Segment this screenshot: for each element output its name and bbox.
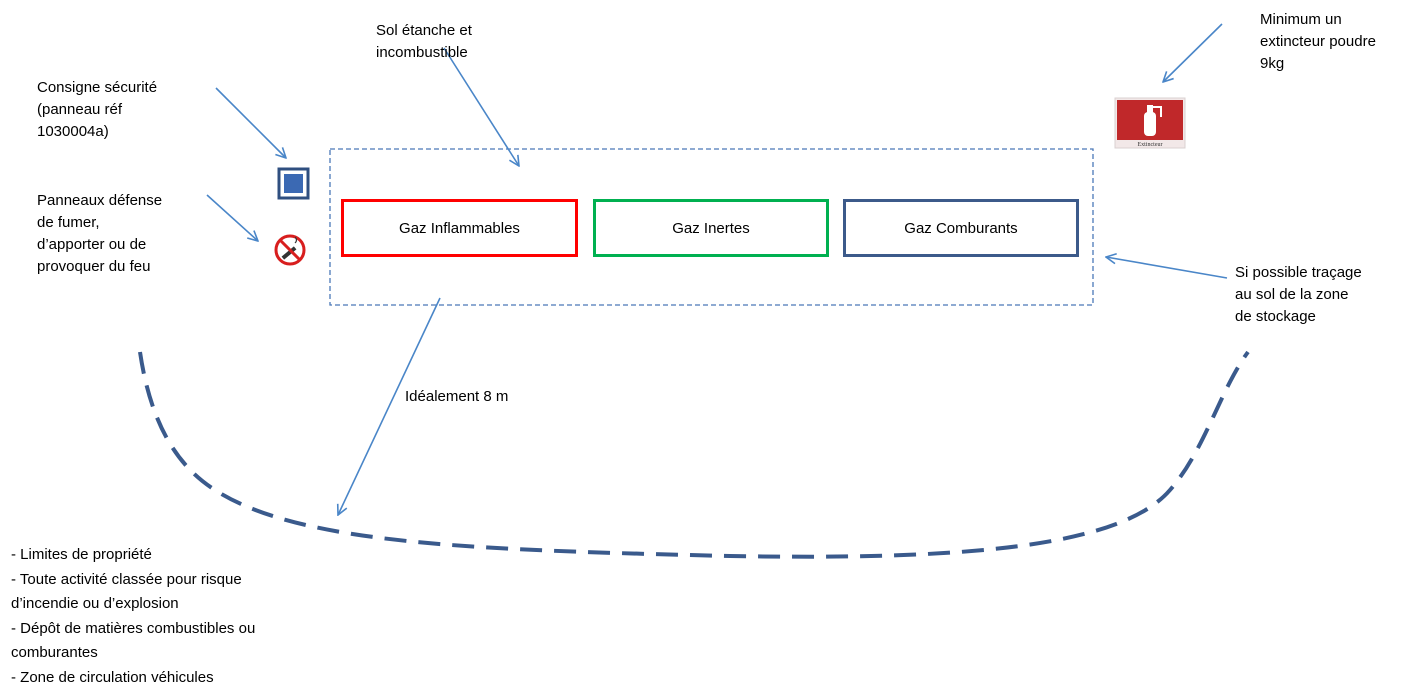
- label-tracage: Si possible traçage au sol de la zone de…: [1235, 264, 1362, 325]
- safety-instruction-sign-icon: [277, 167, 310, 200]
- list-item: - Toute activité classée pour risque: [11, 570, 242, 588]
- arrow-consigne: [215, 87, 286, 158]
- zone-gaz-inertes: Gaz Inertes: [593, 199, 829, 257]
- zone-label: Gaz Inflammables: [399, 219, 520, 237]
- no-smoking-icon: [274, 234, 306, 266]
- distance-criteria-list: - Limites de propriété - Toute activité …: [11, 543, 255, 690]
- safety-distance-boundary: [138, 350, 1250, 559]
- extincteur-sign-text: Extincteur: [1138, 142, 1163, 148]
- storage-zone-outline: [329, 148, 1094, 306]
- arrow-panneaux: [206, 194, 258, 241]
- arrow-extincteur: [1163, 23, 1223, 82]
- label-extincteur: Minimum un extincteur poudre 9kg: [1260, 11, 1376, 72]
- list-item: - Limites de propriété: [11, 546, 152, 563]
- list-item: d’incendie ou d’explosion: [11, 595, 179, 612]
- arrow-sol: [443, 47, 519, 166]
- arrow-distance: [338, 297, 441, 515]
- zone-gaz-comburants: Gaz Comburants: [843, 199, 1079, 257]
- list-item: - Dépôt de matières combustibles ou: [11, 619, 256, 637]
- label-sol: Sol étanche et incombustible: [376, 22, 472, 61]
- label-distance: Idéalement 8 m: [405, 388, 509, 405]
- label-consigne: Consigne sécurité (panneau réf 1030004a): [37, 79, 158, 140]
- arrow-tracage: [1106, 257, 1228, 279]
- fire-extinguisher-sign-icon: Extincteur: [1114, 97, 1186, 149]
- label-panneaux: Panneaux défense de fumer, d’apporter ou…: [37, 192, 163, 275]
- list-item: - Zone de circulation véhicules: [11, 668, 214, 686]
- list-item: comburantes: [11, 644, 98, 661]
- zone-label: Gaz Comburants: [904, 219, 1018, 237]
- zone-label: Gaz Inertes: [672, 219, 750, 237]
- zone-gaz-inflammables: Gaz Inflammables: [341, 199, 578, 257]
